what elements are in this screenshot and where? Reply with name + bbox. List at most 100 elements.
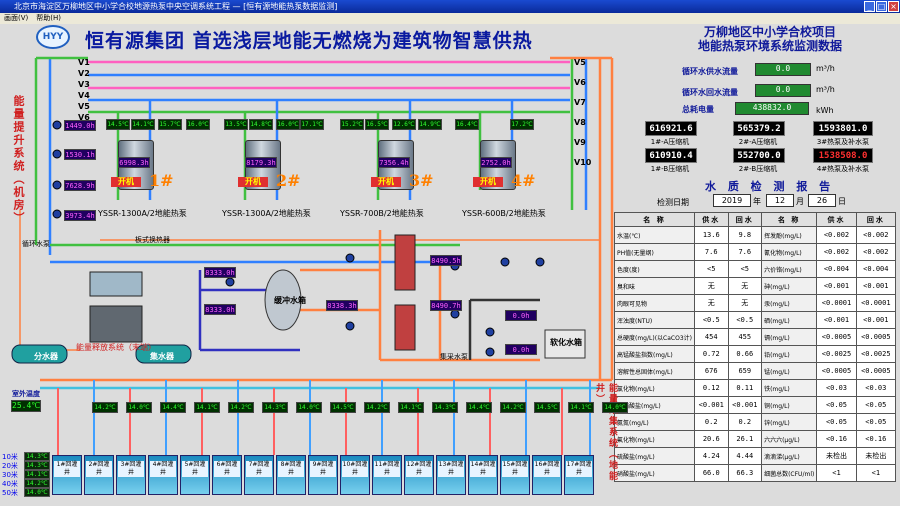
collector-label: 集水器 (150, 352, 174, 361)
col-return-header: 回水 (727, 212, 763, 227)
pipe-temp: 15.2℃ (340, 119, 364, 130)
param-return: 7.6 (727, 243, 763, 261)
valve-tag[interactable]: V7 (574, 98, 586, 107)
pump-runtime: 8338.3h (326, 300, 358, 311)
unit-3-name: YSSR-700B/2地能热泵 (340, 209, 424, 218)
valve-tag[interactable]: V5 (574, 58, 586, 67)
valve-tag[interactable]: V9 (574, 138, 586, 147)
well[interactable]: 17#回灌井 (564, 455, 594, 495)
well[interactable]: 6#回灌井 (212, 455, 242, 495)
distributor-label: 分水器 (34, 352, 58, 361)
well[interactable]: 16#回灌井 (532, 455, 562, 495)
well-label: 13#回灌井 (438, 461, 464, 477)
well[interactable]: 15#回灌井 (500, 455, 530, 495)
param-name: 氨氮(mg/L) (614, 413, 695, 431)
well-temp: 14.2℃ (228, 402, 254, 413)
maximize-button[interactable]: □ (876, 1, 887, 12)
col-supply-header-2: 供水 (816, 212, 857, 227)
pipe-temp: 14.1℃ (131, 119, 155, 130)
param-supply-2: <0.16 (816, 430, 857, 448)
pipe-temp: 16.0℃ (186, 119, 210, 130)
unit-number: 2# (276, 171, 301, 190)
close-button[interactable]: × (888, 1, 899, 12)
valve-tag[interactable]: V10 (574, 158, 592, 167)
param-return: 0.2 (727, 413, 763, 431)
pump-runtime: 2752.0h (480, 157, 512, 168)
project-title: 万柳地区中小学合校项目 地能热泵环境系统监测数据 (670, 25, 870, 53)
menu-view[interactable]: 画面(V) (4, 14, 29, 22)
param-name: 氯化物(mg/L) (614, 379, 695, 397)
pump-runtime: 7628.9h (64, 180, 96, 191)
valve-tag[interactable]: V3 (78, 80, 90, 89)
well[interactable]: 9#回灌井 (308, 455, 338, 495)
well-temp: 14.2℃ (500, 402, 526, 413)
param-name-2: 滴滴涕(μg/L) (761, 447, 818, 465)
well-temp: 14.2℃ (92, 402, 118, 413)
valve-tag[interactable]: V5 (78, 102, 90, 111)
depth-temp: 14.3℃ (24, 461, 50, 470)
param-name: 色度(度) (614, 260, 695, 278)
well[interactable]: 11#回灌井 (372, 455, 402, 495)
well[interactable]: 8#回灌井 (276, 455, 306, 495)
valve-tag[interactable]: V1 (78, 58, 90, 67)
report-year: 2019 (713, 194, 751, 207)
param-name-2: 锌(mg/L) (761, 413, 818, 431)
meter-4-label: 4#热泵及补水泵 (816, 165, 870, 173)
energy-release-label: 能量释放系统（末端） (76, 343, 156, 352)
param-supply-2: <0.0025 (816, 345, 857, 363)
pipe-temp: 12.6℃ (392, 119, 416, 130)
param-name-2: 六六六(μg/L) (761, 430, 818, 448)
col-return-header-2: 回水 (855, 212, 897, 227)
well[interactable]: 1#回灌井 (52, 455, 82, 495)
well-temp: 14.4℃ (466, 402, 492, 413)
well[interactable]: 14#回灌井 (468, 455, 498, 495)
well[interactable]: 10#回灌井 (340, 455, 370, 495)
unit-status-flag: 开机 (371, 177, 401, 187)
unit-number: 3# (409, 171, 434, 190)
well[interactable]: 2#回灌井 (84, 455, 114, 495)
param-name: PH值(无量纲) (614, 243, 695, 261)
energy-lift-system-label: 能量提升系统（机房） (12, 95, 25, 225)
minimize-button[interactable]: _ (864, 1, 875, 12)
param-supply: 66.0 (693, 464, 729, 482)
param-name: 氟化物(mg/L) (614, 430, 695, 448)
well[interactable]: 12#回灌井 (404, 455, 434, 495)
valve-tag[interactable]: V4 (78, 91, 90, 100)
valve-tag[interactable]: V2 (78, 69, 90, 78)
power-value: 438832.0 (735, 102, 809, 115)
valve-tag[interactable]: V8 (574, 118, 586, 127)
well-temp: 14.1℃ (568, 402, 594, 413)
well[interactable]: 13#回灌井 (436, 455, 466, 495)
depth-label: 50米 (2, 489, 18, 497)
menu-help[interactable]: 帮助(H) (36, 14, 61, 22)
well[interactable]: 4#回灌井 (148, 455, 178, 495)
well-temp: 14.5℃ (534, 402, 560, 413)
param-return: 4.44 (727, 447, 763, 465)
report-date-label: 检测日期 (657, 198, 689, 207)
well[interactable]: 7#回灌井 (244, 455, 274, 495)
valve-tag[interactable]: V6 (78, 113, 90, 122)
power-label: 总耗电量 (682, 105, 714, 114)
unit-status-flag: 开机 (111, 177, 141, 187)
param-supply-2: <0.0005 (816, 328, 857, 346)
well[interactable]: 5#回灌井 (180, 455, 210, 495)
well-temp: 14.3℃ (432, 402, 458, 413)
well[interactable]: 3#回灌井 (116, 455, 146, 495)
pipe-temp: 17.2℃ (510, 119, 534, 130)
well-label: 1#回灌井 (54, 461, 80, 477)
window-title: 北京市海淀区万柳地区中小学合校地源热泵中央空调系统工程 — [恒有源地能热泵数据… (14, 2, 338, 11)
return-flow-unit: m³/h (816, 85, 835, 94)
depth-label: 20米 (2, 462, 18, 470)
well-temp: 14.0℃ (602, 402, 628, 413)
param-supply: <0.5 (693, 311, 729, 329)
valve-tag[interactable]: V6 (574, 78, 586, 87)
buffer-tank-label: 缓冲水箱 (274, 296, 306, 305)
pump-runtime: 0.0h (505, 310, 537, 321)
param-return-2: <0.0005 (855, 328, 897, 346)
param-name-2: 铜(mg/L) (761, 396, 818, 414)
